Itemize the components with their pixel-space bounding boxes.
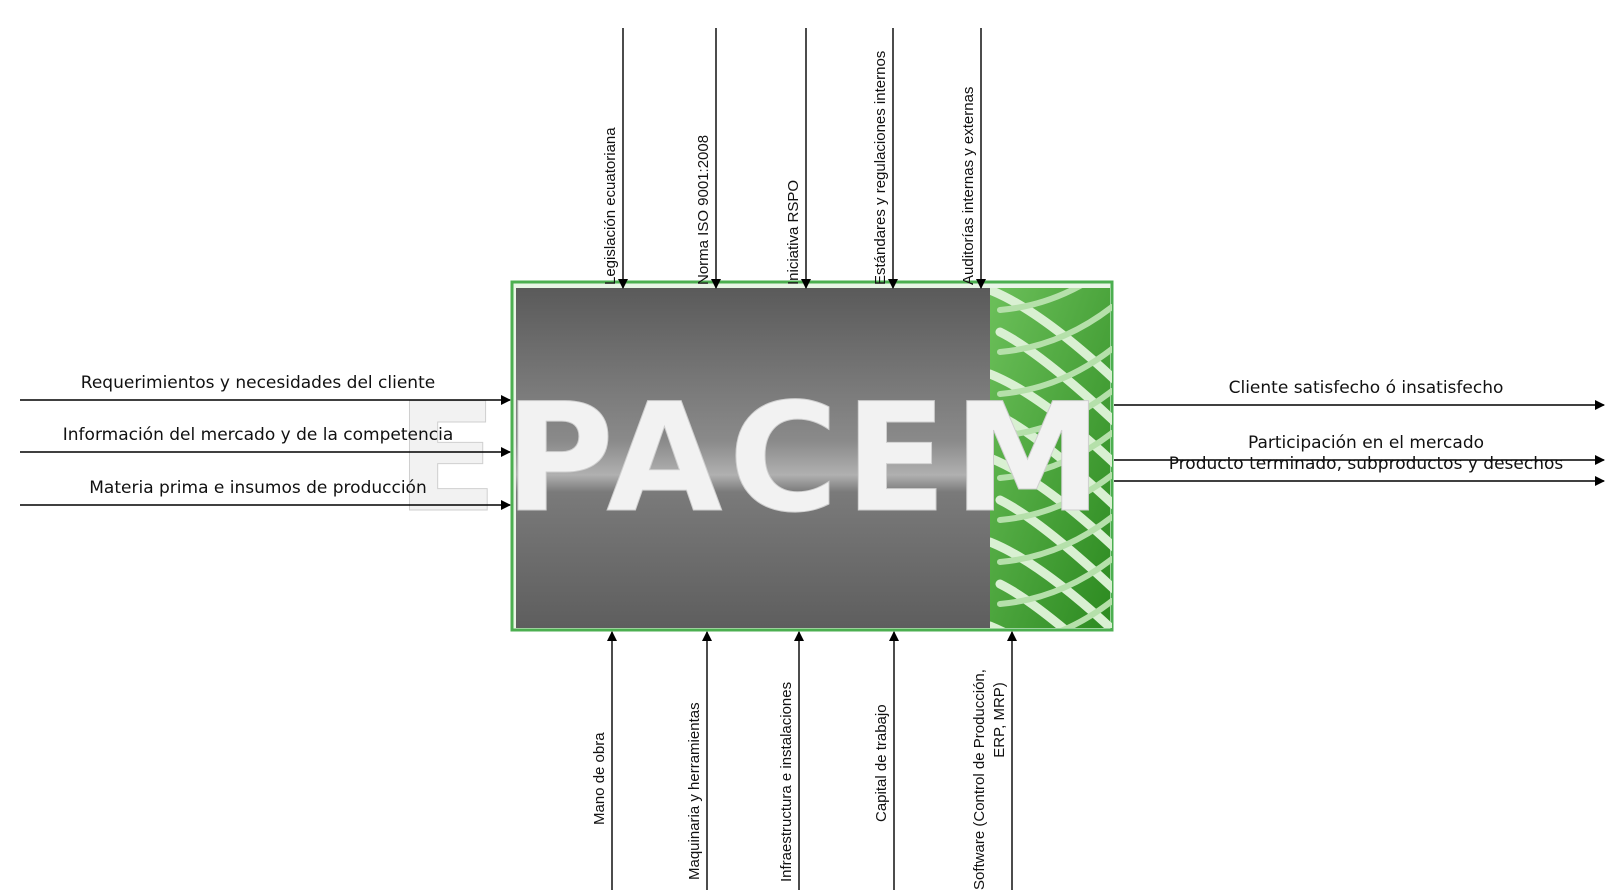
input-label: Requerimientos y necesidades del cliente [81,373,435,393]
input-arrows: Requerimientos y necesidades del cliente… [20,373,511,510]
leaf-stripe [997,430,1112,481]
control-label: Legislación ecuatoriana [602,127,619,285]
leaf-stripe [990,288,1112,384]
mechanism-label: Maquinaria y herramientas [686,702,703,880]
mechanism-arrows: Mano de obra Maquinaria y herramientas Inf… [591,631,1017,890]
output-label: Producto terminado, subproductos y desec… [1169,454,1564,474]
control-arrows: Legislación ecuatoriana Norma ISO 9001:20… [602,28,986,289]
palm-leaf-pattern [990,288,1112,628]
mechanism-label: ERP, MRP) [991,682,1008,758]
process-box: EPACEM [395,280,1114,632]
output-label: Cliente satisfecho ó insatisfecho [1229,378,1504,398]
control-label: Iniciativa RSPO [785,180,802,285]
leaf-stripe [990,369,1112,468]
mechanism-label: Mano de obra [591,732,608,825]
mechanism-label: Software (Control de Producción, [971,669,988,890]
control-label: Estándares y regulaciones internos [872,51,889,285]
leaf-stripe [997,304,1112,355]
output-label: Participación en el mercado [1248,433,1484,453]
leaf-stripe [995,579,1071,628]
leaf-stripe [997,472,1112,523]
leaf-stripe [997,388,1112,439]
input-label: Materia prima e insumos de producción [89,478,426,498]
leaf-stripe [1060,598,1112,628]
leaf-stripe [990,537,1112,628]
leaf-stripe [995,411,1112,510]
output-arrows: Cliente satisfecho ó insatisfechoPartici… [1114,378,1605,486]
control-label: Auditorías internas y externas [960,87,977,285]
leaf-stripe [997,346,1112,397]
process-box-gray-panel [516,288,992,628]
leaf-stripe [995,495,1112,594]
control-label: Norma ISO 9001:2008 [695,135,712,285]
leaf-stripe [990,453,1112,552]
leaf-stripe [997,514,1112,565]
input-label: Información del mercado y de la competen… [63,425,453,445]
mechanism-label: Infraestructura e instalaciones [778,682,795,882]
mechanism-label: Capital de trabajo [873,704,890,822]
leaf-stripe [990,621,1006,628]
company-logo-text: EPACEM [396,372,1109,546]
leaf-stripe [997,288,1083,313]
leaf-stripe [995,327,1112,426]
leaf-stripe [997,556,1112,607]
